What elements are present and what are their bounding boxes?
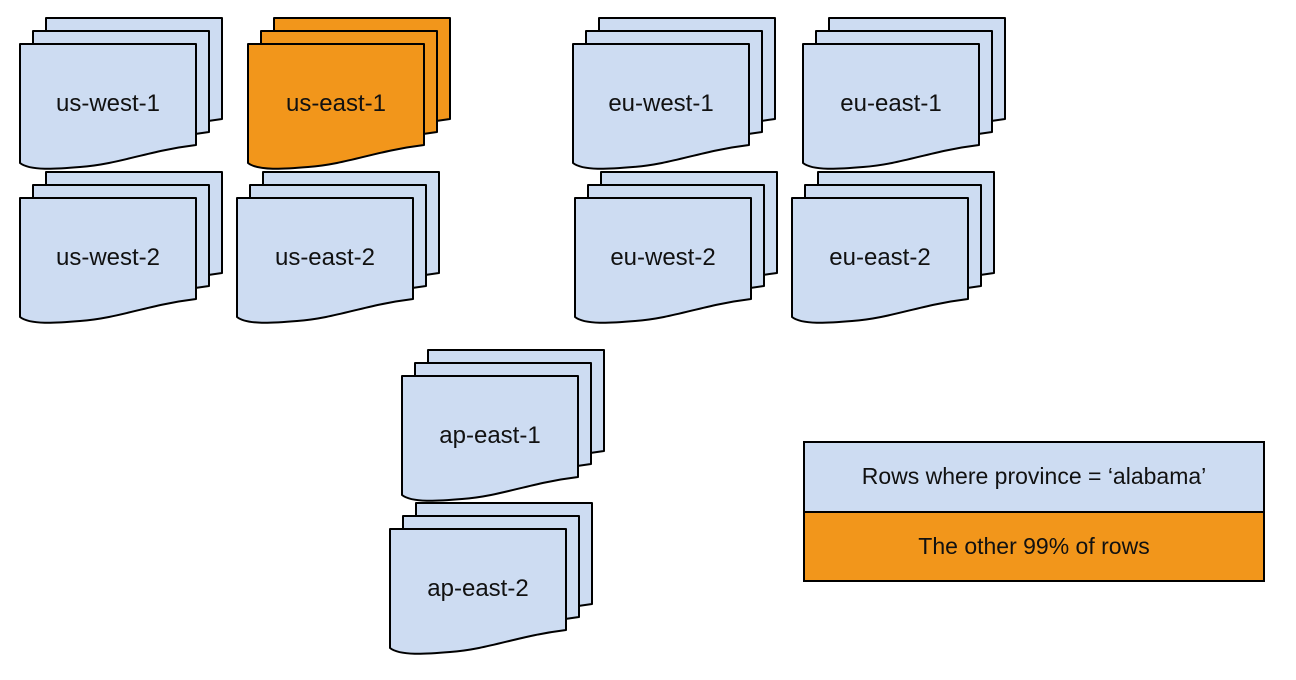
partition-stack-us-west-1: us-west-1 <box>19 17 223 170</box>
doc-page-front <box>19 197 197 324</box>
partition-label: ap-east-1 <box>439 422 540 449</box>
partition-stack-us-east-1: us-east-1 <box>247 17 451 170</box>
partition-stack-eu-east-2: eu-east-2 <box>791 171 995 324</box>
partition-stack-us-east-2: us-east-2 <box>236 171 440 324</box>
legend-item-label: Rows where province = ‘alabama’ <box>861 463 1207 490</box>
doc-page-front <box>574 197 752 324</box>
partition-label: eu-west-2 <box>610 244 715 271</box>
doc-page-front <box>572 43 750 170</box>
partition-label: eu-east-1 <box>840 90 941 117</box>
partition-stack-eu-west-1: eu-west-1 <box>572 17 776 170</box>
partition-label: eu-east-2 <box>829 244 930 271</box>
partition-label: us-west-2 <box>56 244 160 271</box>
doc-page-front <box>389 528 567 655</box>
partition-stack-ap-east-1: ap-east-1 <box>401 349 605 502</box>
doc-page-front <box>401 375 579 502</box>
legend-item-label: The other 99% of rows <box>918 532 1150 559</box>
doc-page-front <box>19 43 197 170</box>
doc-page-front <box>802 43 980 170</box>
partition-stack-ap-east-2: ap-east-2 <box>389 502 593 655</box>
partition-label: us-west-1 <box>56 90 160 117</box>
legend-item-other-rows: The other 99% of rows <box>805 510 1263 580</box>
doc-page-front <box>791 197 969 324</box>
doc-page-front <box>247 43 425 170</box>
doc-page-front <box>236 197 414 324</box>
legend-item-alabama-rows: Rows where province = ‘alabama’ <box>805 443 1263 511</box>
partition-stack-us-west-2: us-west-2 <box>19 171 223 324</box>
legend: Rows where province = ‘alabama’ The othe… <box>803 441 1265 582</box>
partition-stack-eu-east-1: eu-east-1 <box>802 17 1006 170</box>
partition-label: ap-east-2 <box>427 575 528 602</box>
partition-label: us-east-2 <box>275 244 375 271</box>
partition-label: eu-west-1 <box>608 90 713 117</box>
partition-label: us-east-1 <box>286 90 386 117</box>
partition-stack-eu-west-2: eu-west-2 <box>574 171 778 324</box>
